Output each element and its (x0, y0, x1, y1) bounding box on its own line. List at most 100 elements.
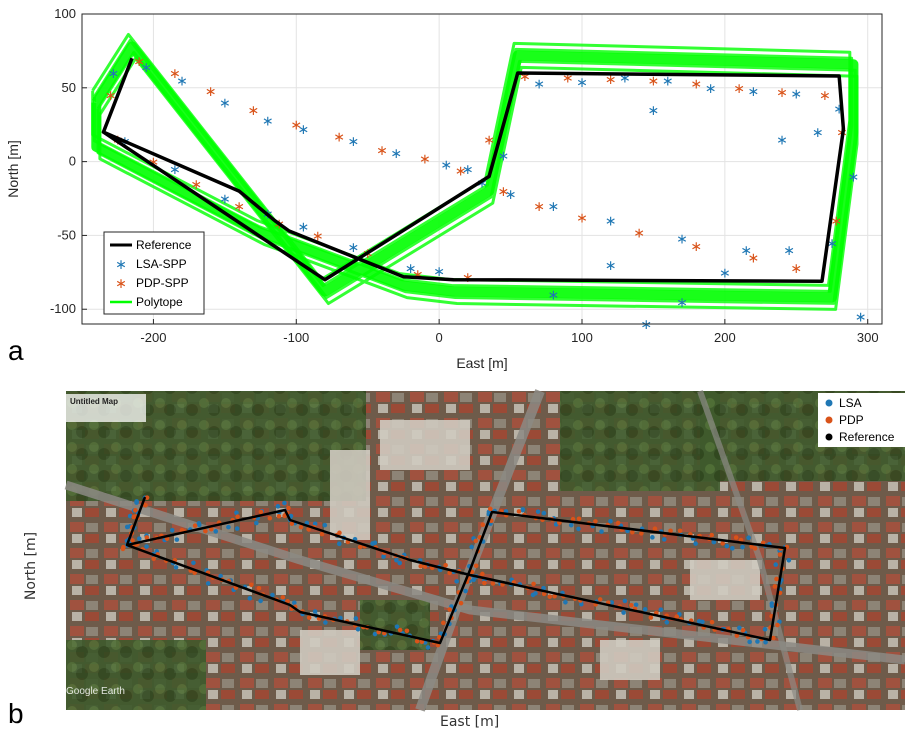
lsa-spp-point: ∗ (176, 73, 188, 89)
pdp-point (652, 526, 658, 532)
pdp-point (192, 523, 198, 528)
pdp-spp-point: ∗ (819, 88, 831, 104)
lsa-point (763, 639, 768, 645)
pdp-point (552, 593, 557, 599)
pdp-spp-point: ∗ (376, 143, 388, 159)
lsa-spp-point: ∗ (433, 264, 445, 280)
reference-series (101, 57, 846, 283)
pdp-spp-point: ∗ (748, 251, 760, 267)
pdp-spp-point: ∗ (233, 199, 245, 215)
pdp-spp-point: ∗ (605, 72, 617, 88)
pdp-point (639, 531, 644, 536)
pdp-point (144, 535, 150, 540)
lsa-spp-point: ∗ (833, 101, 845, 117)
lsa-point (633, 602, 639, 608)
lsa-point (275, 504, 281, 509)
legend-label: LSA-SPP (136, 257, 187, 271)
lsa-spp-point: ∗ (462, 162, 474, 178)
lsa-spp-point: ∗ (548, 199, 560, 215)
lsa-point (711, 539, 717, 545)
lsa-point (381, 554, 386, 559)
pdp-point (130, 538, 135, 543)
lsa-point (312, 609, 318, 614)
reference-line (125, 496, 787, 645)
lsa-point (664, 620, 670, 625)
lsa-spp-point: ∗ (298, 122, 310, 138)
x-tick-label: -200 (140, 330, 166, 345)
map-title-box: Untitled Map (66, 394, 146, 422)
pdp-point (282, 513, 287, 519)
lsa-point (576, 526, 581, 532)
pdp-point (357, 544, 363, 550)
lsa-spp-point: ∗ (348, 240, 360, 256)
lsa-spp-point: ∗ (619, 70, 631, 86)
pdp-spp-point: ∗ (690, 239, 702, 255)
pdp-point (615, 520, 621, 526)
map-legend-label: PDP (839, 413, 864, 427)
map-legend-label: Reference (839, 430, 895, 444)
lsa-spp-series: ∗∗∗∗∗∗∗∗∗∗∗∗∗∗∗∗∗∗∗∗∗∗∗∗∗∗∗∗∗∗∗∗∗∗∗∗∗∗∗∗… (108, 60, 867, 333)
pdp-spp-point: ∗ (733, 81, 745, 97)
lsa-spp-point: ∗ (676, 231, 688, 247)
lsa-spp-point: ∗ (140, 60, 152, 76)
polytope-line (91, 41, 859, 303)
pdp-point (570, 516, 576, 522)
map-watermark: Google Earth (66, 686, 125, 697)
green-area (66, 640, 206, 710)
lsa-spp-point: ∗ (640, 317, 652, 333)
lsa-spp-point: ∗ (662, 73, 674, 89)
lsa-point (693, 541, 698, 546)
legend-label: Reference (136, 238, 192, 252)
pdp-point (490, 581, 496, 586)
pdp-point (397, 627, 403, 633)
y-tick-label: 100 (54, 6, 76, 21)
pdp-spp-point: ∗ (455, 163, 467, 179)
lsa-point (773, 562, 779, 567)
pdp-spp-point: ∗ (462, 270, 474, 286)
lsa-point (520, 507, 526, 512)
lsa-point (642, 607, 648, 612)
pdp-point (404, 628, 410, 634)
pdp-point (419, 639, 425, 645)
pdp-point (668, 528, 673, 534)
lsa-point (336, 541, 342, 547)
plot-frame (81, 13, 883, 325)
pdp-spp-point: ∗ (776, 85, 788, 101)
lsa-spp-point: ∗ (790, 87, 802, 103)
lsa-spp-point: ∗ (676, 295, 688, 311)
pdp-spp-point: ∗ (690, 76, 702, 92)
pdp-spp-point: ∗ (248, 103, 260, 119)
map-legend-swatch (825, 399, 833, 407)
y-tick-label: 50 (62, 80, 76, 95)
lsa-spp-point: ∗ (548, 287, 560, 303)
lsa-point (622, 598, 628, 604)
pdp-point (120, 546, 126, 552)
pdp-point (771, 635, 776, 641)
pdp-spp-point: ∗ (483, 132, 495, 148)
y-tick-label: 0 (69, 154, 76, 169)
road (697, 389, 803, 711)
lsa-point (258, 598, 263, 604)
lsa-spp-point: ∗ (576, 75, 588, 91)
pdp-point (267, 515, 273, 521)
lsa-point (747, 639, 752, 645)
pdp-point (458, 600, 464, 606)
lsa-spp-point: ∗ (719, 265, 731, 281)
lsa-point (578, 601, 584, 607)
lsa-point (762, 626, 768, 632)
pdp-point (414, 638, 420, 644)
lsa-point (205, 581, 211, 586)
green-area (560, 391, 720, 491)
lsa-point (355, 626, 361, 632)
lsa-spp-point: ∗ (348, 134, 360, 150)
lsa-point (724, 543, 730, 549)
pdp-point (437, 634, 442, 640)
map-legend-swatch (825, 416, 833, 424)
building (300, 630, 360, 675)
pdp-point (276, 513, 282, 519)
lsa-spp-point: ∗ (812, 125, 824, 141)
y-axis-label: North [m] (5, 140, 21, 198)
